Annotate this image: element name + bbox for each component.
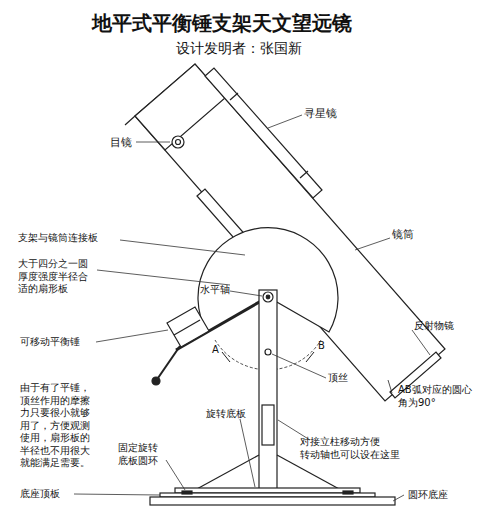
part-label: 可移动平衡锤 [20,336,80,349]
part-label: 大于四分之一圆 厚度强度半径合 适的扇形板 [18,258,96,296]
part-label: 镜筒 [392,228,414,242]
arc-point: B [318,340,325,353]
part-label: 水平轴 [200,284,230,297]
note: 由于有了平锤， 顶丝作用的摩擦 力只要很小就够 用了，方便观测 使用，扇形板的 … [20,382,98,470]
part-label: 固定旋转 底板圆环 [118,442,170,467]
note: AB弧对应的圆心 角为90° [398,384,488,409]
part-label: 目镜 [110,136,132,150]
part-label: 底座顶板 [20,488,60,501]
part-label: 反射物镜 [414,320,454,333]
part-label: 圆环底座 [408,489,448,502]
part-label: 旋转底板 [206,408,246,421]
part-label: 顶丝 [328,372,348,385]
part-label: 寻星镜 [304,107,337,121]
arc-point: A [212,344,219,357]
title: 地平式平衡锤支架天文望远镜 [92,10,352,37]
part-label: 支架与镜筒连接板 [18,232,98,245]
note: 对接立柱移动方便 转动轴也可以设在这里 [300,436,412,461]
subtitle: 设计发明者：张国新 [176,40,302,58]
